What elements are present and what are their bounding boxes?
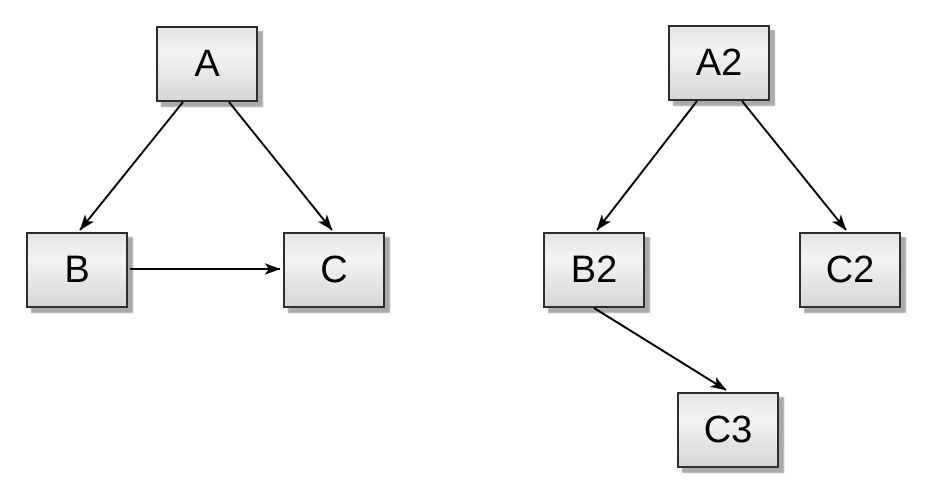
node-B2: B2 xyxy=(543,232,645,308)
node-C2-label: C2 xyxy=(825,249,875,291)
node-B: B xyxy=(26,232,128,308)
node-A-label: A xyxy=(194,43,220,85)
edge-A2-C2 xyxy=(741,100,847,231)
node-C-label: C xyxy=(320,249,348,291)
node-A2: A2 xyxy=(668,25,770,101)
node-C3: C3 xyxy=(677,392,779,468)
node-A2-label: A2 xyxy=(695,42,743,84)
node-B-label: B xyxy=(64,249,90,291)
edge-A-B xyxy=(79,101,184,231)
node-C2: C2 xyxy=(799,232,901,308)
node-C3-label: C3 xyxy=(703,409,753,451)
edge-B2-C3 xyxy=(593,307,727,391)
edge-A-C xyxy=(228,101,333,231)
edge-A2-B2 xyxy=(596,100,698,231)
node-B2-label: B2 xyxy=(570,249,618,291)
node-A: A xyxy=(156,26,258,102)
node-C: C xyxy=(283,232,385,308)
